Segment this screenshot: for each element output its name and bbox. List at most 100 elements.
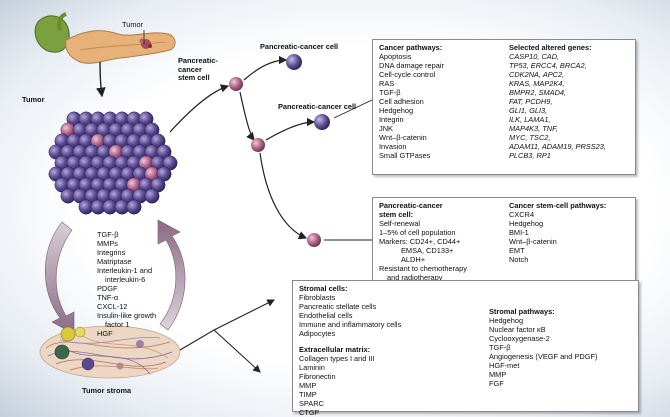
stem-cell-label: Pancreatic- cancer stem cell (178, 56, 218, 83)
stem-property: 1–5% of cell population (379, 228, 456, 238)
factor-item: CXCL-12 (97, 302, 128, 312)
list-item: Small GTPases (379, 151, 431, 161)
list-item: HGF-met (489, 361, 520, 371)
list-item: TIMP (299, 390, 317, 400)
stem-cell-label-line-1: Pancreatic- (178, 56, 218, 65)
factor-item: MMPs (97, 239, 118, 249)
stem-property: Markers: CD24+, CD44+ (379, 237, 461, 247)
list-item: Cell adhesion (379, 97, 424, 107)
stem-pathways-title: Cancer stem-cell pathways: (509, 201, 607, 210)
stem-property: Self-renewal (379, 219, 421, 229)
secreted-factors-list: TGF-β MMPs Integrins Matriptase Interleu… (97, 230, 156, 338)
factor-item: PDGF (97, 284, 118, 294)
cancer-pathways-title: Cancer pathways: (379, 43, 443, 52)
list-item: Collagen types I and III (299, 354, 375, 364)
tumor-cluster (48, 111, 178, 215)
tumor-spot (139, 38, 152, 49)
stem-cell-middle (251, 138, 265, 152)
list-item: Cyclooxygenase-2 (489, 334, 550, 344)
list-item: Endothelial cells (299, 311, 353, 321)
altered-genes-column: Selected altered genes: CASP10, CAD,TP53… (509, 43, 606, 160)
factor-item: interleukin-6 (105, 275, 146, 285)
stem-cell-bottom (307, 233, 321, 247)
altered-genes-title: Selected altered genes: (509, 43, 592, 52)
pancreatic-cancer-cell-2 (314, 114, 330, 130)
stromal-pathways-title: Stromal pathways: (489, 307, 555, 316)
arrow-stem-to-cell-1 (243, 55, 288, 81)
arrow-stroma-to-box-2 (213, 329, 261, 373)
stem-cell-properties-column: Pancreatic-cancer stem cell: Self-renewa… (379, 201, 467, 282)
connector-pathways-box (333, 99, 373, 119)
factor-item: Matriptase (97, 257, 132, 267)
list-item: Invasion (379, 142, 407, 152)
list-item: Integrin (379, 115, 404, 125)
list-item: Hedgehog (489, 316, 524, 326)
list-item: MMP (489, 370, 507, 380)
list-item: MYC, TSC2, (509, 133, 551, 143)
immune-cell-green (54, 344, 70, 360)
arrow-stem-to-stem-2 (239, 91, 255, 141)
big-arrow-up (157, 219, 186, 331)
stem-property: Resistant to chemotherapy (379, 264, 467, 274)
list-item: BMPR2, SMAD4, (509, 88, 567, 98)
adipocyte-yellow (60, 326, 76, 342)
list-item: MAP4K3, TNF, (509, 124, 558, 134)
extracellular-matrix-title: Extracellular matrix: (299, 345, 371, 355)
factor-item: Insulin-like growth (97, 311, 157, 321)
tumor-stroma-label: Tumor stroma (82, 386, 132, 395)
tumor-top-label: Tumor (122, 20, 144, 29)
list-item: Pancreatic stellate cells (299, 302, 377, 312)
tumor-cell (126, 199, 142, 215)
arrow-stem-to-stem-3 (259, 152, 308, 240)
list-item: Wnt–β-catenin (509, 237, 557, 247)
list-item: Angiogenesis (VEGF and PDGF) (489, 352, 598, 362)
arrow-stem-to-cell-2 (265, 117, 316, 141)
list-item: SPARC (299, 399, 324, 409)
factor-item: HGF (97, 329, 113, 339)
list-item: ILK, LAMA1, (509, 115, 551, 125)
pancreas-illustration (34, 12, 176, 64)
factor-item: TGF-β (97, 230, 119, 239)
arrow-to-tumor (95, 61, 106, 98)
list-item: CASP10, CAD, (509, 52, 560, 62)
stem-cell-top (229, 77, 243, 91)
stromal-cells-title: Stromal cells: (299, 284, 348, 293)
factor-item: TNF-α (97, 293, 119, 303)
list-item: CTGF (299, 408, 320, 417)
pancreatic-cancer-cell-1-label: Pancreatic-cancer cell (260, 42, 339, 51)
arrow-to-stem-cell (169, 84, 230, 133)
stem-property: EMSA, CD133+ (401, 246, 454, 256)
stem-cell-title-line-2: stem cell: (379, 210, 414, 220)
list-item: ADAM11, ADAM19, PRSS23, (509, 142, 606, 152)
altered-genes-list: CASP10, CAD,TP53, ERCC4, BRCA2,CDK2NA, A… (509, 52, 606, 160)
stroma-illustration (39, 325, 181, 379)
big-arrow-down (45, 221, 75, 335)
list-item: MMP (299, 381, 317, 391)
list-item: Apoptosis (379, 52, 412, 62)
stem-property: and radiotherapy (387, 273, 443, 283)
factor-item: factor 1 (105, 320, 130, 330)
tumor-cell (144, 188, 160, 204)
stem-cell-title-line-1: Pancreatic-cancer (379, 201, 443, 210)
list-item: JNK (379, 124, 393, 134)
list-item: EMT (509, 246, 525, 256)
list-item: TGF-β (489, 343, 511, 353)
tumor-left-label: Tumor (22, 95, 45, 104)
pancreatic-cancer-cell-2-label: Pancreatic-cancer cell (278, 102, 357, 111)
list-item: Immune and inflammatory cells (299, 320, 402, 330)
stem-cell-label-line-2: cancer (178, 64, 202, 74)
list-item: PLCB3, RP1 (509, 151, 551, 161)
list-item: Nuclear factor κB (489, 325, 546, 335)
list-item: GLI1, GLI3, (509, 106, 548, 116)
